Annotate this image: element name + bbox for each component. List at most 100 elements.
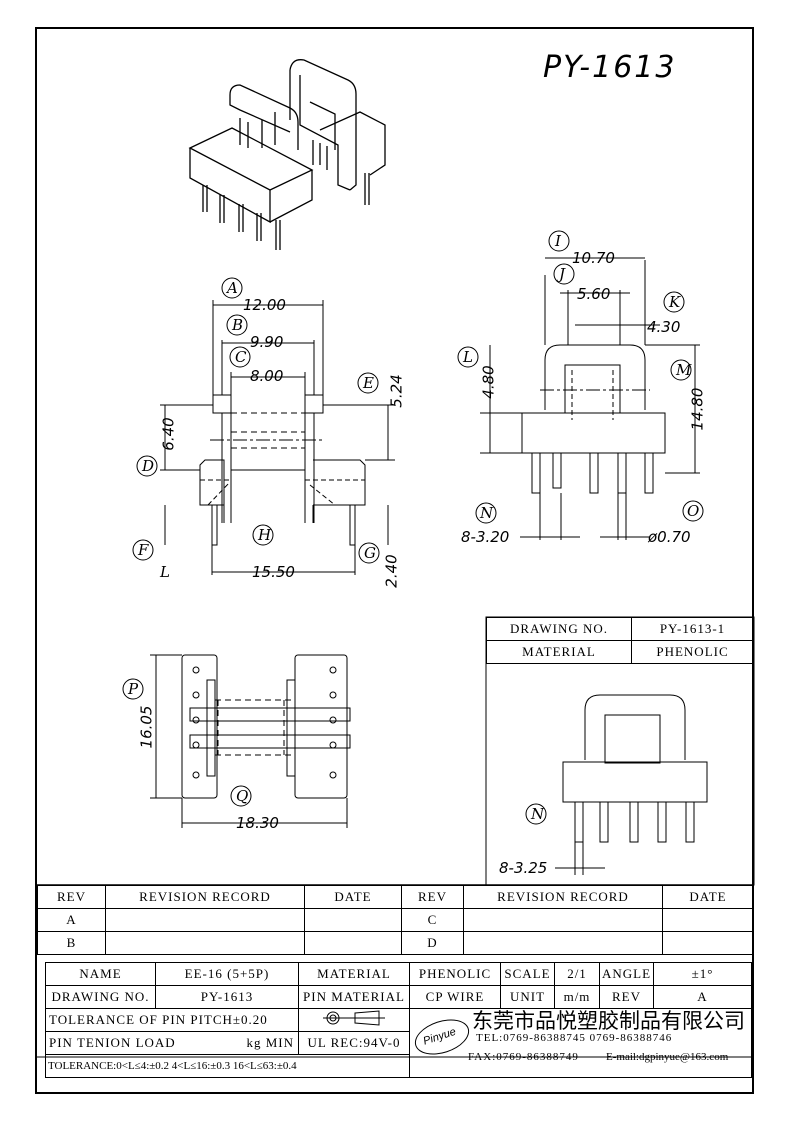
projection-symbol	[298, 1008, 410, 1032]
table-row: A C	[37, 908, 754, 932]
dim-p: 16.05	[137, 705, 156, 749]
rev-cell: B	[37, 931, 106, 955]
label-l-front: L	[160, 563, 170, 581]
revision-record-header-2: REVISION RECORD	[463, 885, 663, 909]
rev-cell: D	[401, 931, 464, 955]
label-n: N	[480, 504, 494, 522]
dim-g: 2.40	[382, 554, 401, 588]
label-b: B	[232, 316, 244, 334]
record-cell	[105, 908, 305, 932]
name-label: NAME	[45, 962, 156, 986]
callout-g	[358, 542, 380, 564]
label-o: O	[687, 502, 700, 520]
label-l: L	[463, 348, 473, 366]
company-fax: FAX:0769-86388749	[468, 1051, 579, 1063]
date-cell	[662, 908, 754, 932]
rev-value: A	[653, 985, 752, 1009]
scale-value: 2/1	[554, 962, 600, 986]
label-e: E	[363, 374, 374, 392]
pinyue-logo: Pinyue	[410, 1013, 474, 1061]
projection-symbol-icon	[323, 1010, 385, 1026]
label-c: C	[235, 348, 247, 366]
info-drawing-no: PY-1613-1	[631, 617, 754, 641]
angle-value: ±1°	[653, 962, 752, 986]
dim-h: 15.50	[252, 563, 295, 581]
pin-tension-label: PIN TENION LOAD	[49, 1035, 176, 1050]
name-value: EE-16 (5+5P)	[155, 962, 299, 986]
dim-n: 8-3.20	[461, 528, 510, 546]
date-cell	[662, 931, 754, 955]
label-m: M	[676, 361, 692, 379]
unit-value: m/m	[554, 985, 600, 1009]
callout-e	[357, 372, 379, 394]
dim-b: 9.90	[250, 333, 284, 351]
date-cell	[304, 931, 402, 955]
label-j: J	[559, 265, 566, 283]
label-q: Q	[236, 787, 249, 805]
drawing-no-label: DRAWING NO.	[45, 985, 156, 1009]
label-h: H	[258, 526, 272, 544]
revision-table: REV REVISION RECORD DATE REV REVISION RE…	[37, 885, 754, 955]
label-d: D	[142, 457, 155, 475]
company-tel: TEL:0769-86388745 0769-86388746	[476, 1032, 673, 1044]
isometric-view	[188, 59, 386, 250]
title-block: NAME EE-16 (5+5P) MATERIAL PHENOLIC SCAL…	[45, 962, 752, 1078]
bottom-view	[122, 654, 351, 828]
date-cell	[304, 908, 402, 932]
label-n2: N	[531, 805, 545, 823]
rev-cell: C	[401, 908, 464, 932]
dim-l: 4.80	[479, 365, 498, 399]
dim-n2: 8-3.25	[499, 859, 548, 877]
ul-rec: UL REC:94V-0	[298, 1031, 410, 1055]
label-p: P	[128, 680, 139, 698]
rev-header-2: REV	[401, 885, 464, 909]
pin-material-value: CP WIRE	[409, 985, 501, 1009]
pin-tension: PIN TENION LOAD kg MIN	[45, 1031, 299, 1055]
company-email: E-mail:dgpinyue@163.com	[606, 1051, 729, 1063]
dim-k: 4.30	[647, 318, 681, 336]
callout-a	[221, 277, 243, 299]
tolerance-general: TOLERANCE:0<L≤4:±0.2 4<L≤16:±0.3 16<L≤63…	[45, 1054, 410, 1078]
revision-record-header-1: REVISION RECORD	[105, 885, 305, 909]
callout-c	[229, 346, 251, 368]
dim-o: ø0.70	[648, 528, 691, 546]
pin-material-label: PIN MATERIAL	[298, 985, 410, 1009]
info-box-table: DRAWING NO. PY-1613-1 MATERIAL PHENOLIC	[486, 617, 754, 664]
scale-label: SCALE	[500, 962, 555, 986]
info-material-label: MATERIAL	[486, 640, 632, 664]
dim-c: 8.00	[250, 367, 284, 385]
material-value: PHENOLIC	[409, 962, 501, 986]
callout-b	[226, 314, 248, 336]
company-name: 东莞市品悦塑胶制品有限公司	[472, 1009, 745, 1033]
rev-cell: A	[37, 908, 106, 932]
dim-i: 10.70	[572, 249, 615, 267]
callout-f	[132, 539, 154, 561]
date-header-2: DATE	[662, 885, 754, 909]
label-a: A	[227, 279, 238, 297]
record-cell	[463, 908, 663, 932]
record-cell	[463, 931, 663, 955]
info-material: PHENOLIC	[631, 640, 754, 664]
record-cell	[105, 931, 305, 955]
label-k: K	[669, 293, 681, 311]
company-block: Pinyue 东莞市品悦塑胶制品有限公司 TEL:0769-86388745 0…	[409, 1008, 752, 1078]
angle-label: ANGLE	[599, 962, 654, 986]
label-g: G	[364, 544, 376, 562]
label-i: I	[555, 232, 561, 250]
info-drawing-no-label: DRAWING NO.	[486, 617, 632, 641]
drawing-no-value: PY-1613	[155, 985, 299, 1009]
material-label: MATERIAL	[298, 962, 410, 986]
dim-q: 18.30	[236, 814, 279, 832]
tolerance-pin-pitch: TOLERANCE OF PIN PITCH±0.20	[45, 1008, 299, 1032]
dim-m: 14.80	[688, 387, 707, 431]
dim-j: 5.60	[577, 285, 611, 303]
logo-text: Pinyue	[421, 1025, 458, 1048]
dim-d: 6.40	[159, 417, 178, 451]
dim-e: 5.24	[387, 374, 406, 408]
drawing-frame	[35, 27, 754, 1094]
dim-a: 12.00	[243, 296, 286, 314]
side-view	[457, 230, 704, 540]
label-f: F	[138, 541, 149, 559]
rev-header-1: REV	[37, 885, 106, 909]
table-row: B D	[37, 931, 754, 955]
